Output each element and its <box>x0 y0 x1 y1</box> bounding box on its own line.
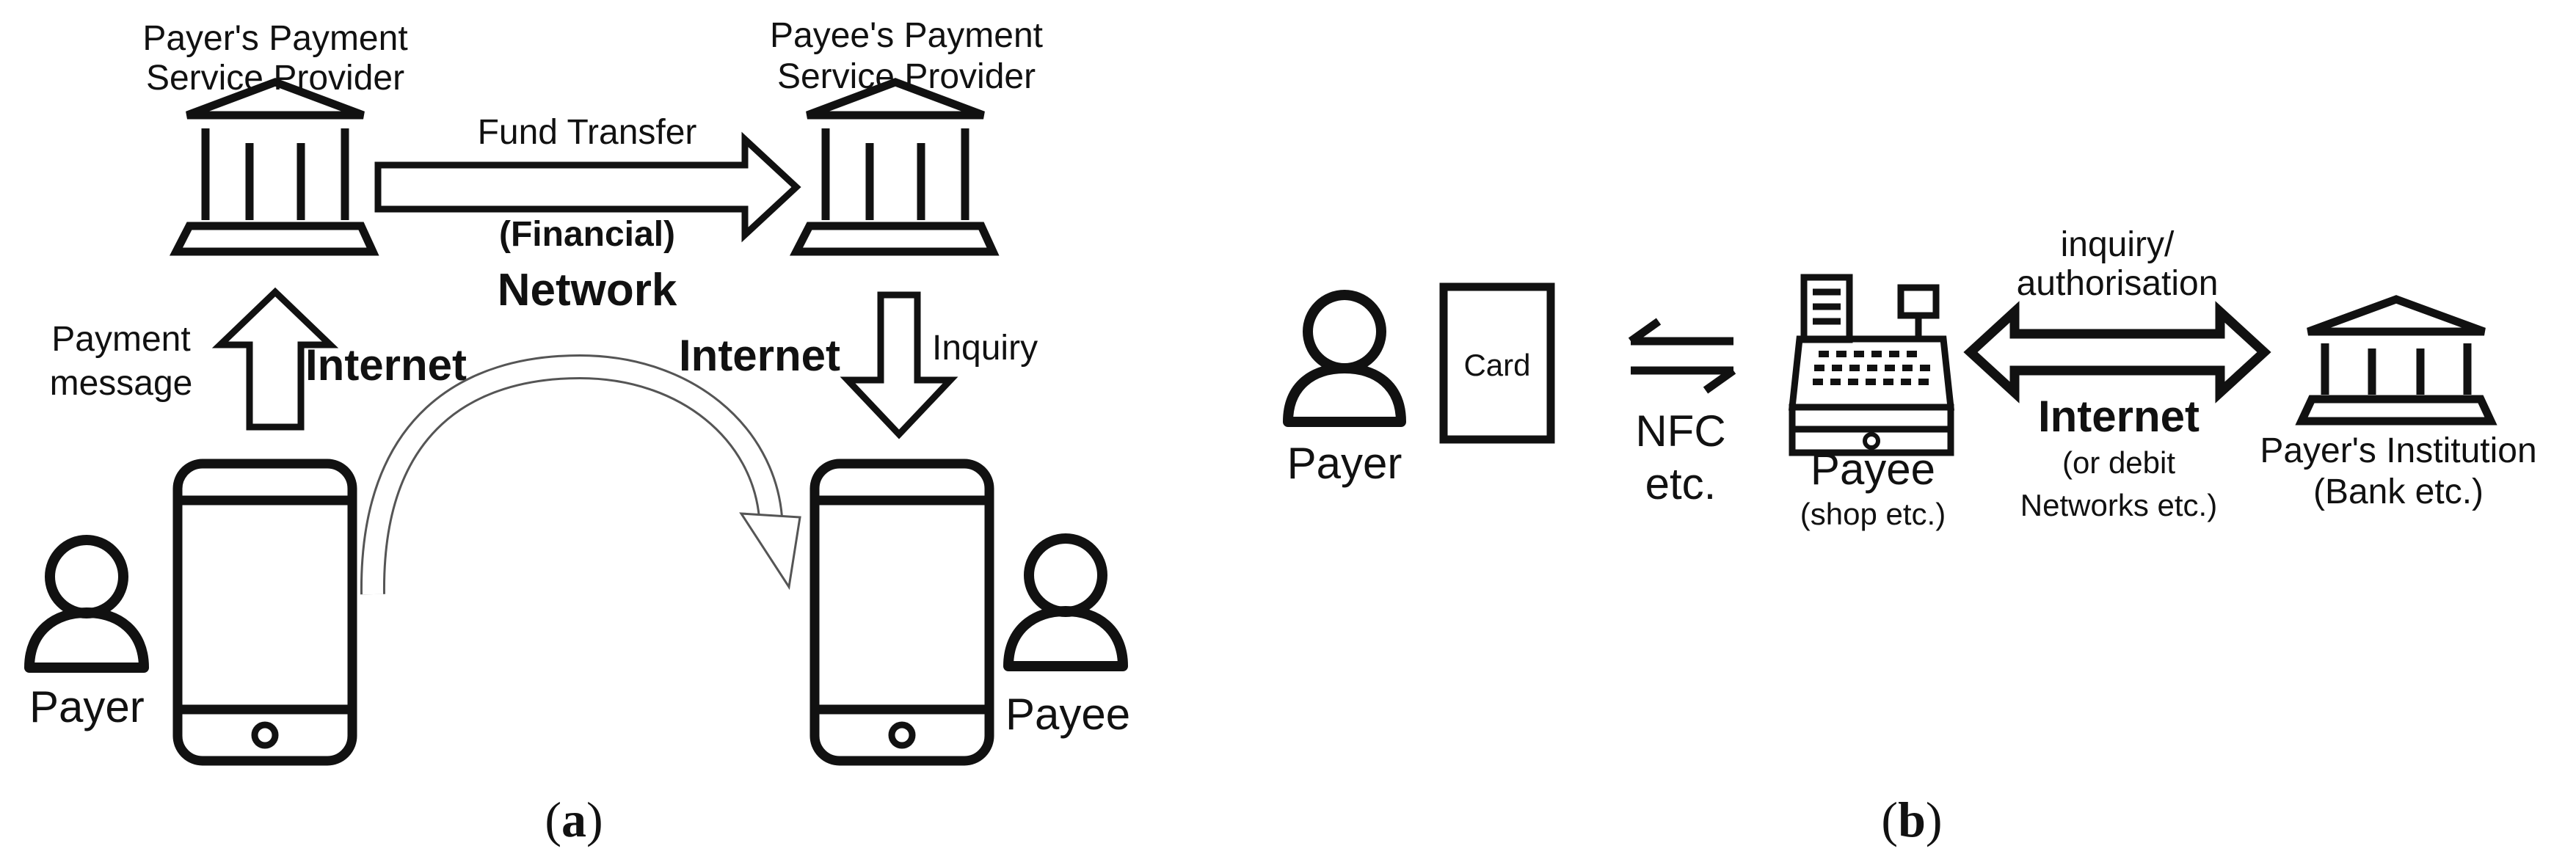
payee-psp-bank-icon <box>789 78 1000 256</box>
caption-a: (a) <box>545 792 603 847</box>
caption-a-letter: a <box>561 792 586 847</box>
inquiry-label-line2: authorisation <box>2017 264 2219 303</box>
payee-sub-label-b: (shop etc.) <box>1800 497 1946 531</box>
inquiry-label-line1: inquiry/ <box>2061 225 2175 264</box>
payer-label-a: Payer <box>29 682 145 731</box>
institution-label-line1: Payer's Institution <box>2260 431 2536 470</box>
caption-a-open: ( <box>545 792 561 847</box>
payment-message-label-line1: Payment <box>51 320 190 359</box>
internet-label-left: Internet <box>305 340 467 390</box>
internet-label-right: Internet <box>679 331 840 380</box>
payment-message-label-line2: message <box>50 364 193 403</box>
caption-b-close: ) <box>1926 792 1943 847</box>
payer-person-icon-b <box>1283 290 1406 427</box>
payee-phone-icon <box>809 459 994 766</box>
payee-label-b: Payee <box>1811 445 1935 494</box>
internet-double-arrow <box>1963 301 2271 404</box>
payer-label-b: Payer <box>1287 439 1402 488</box>
institution-label-line2: (Bank etc.) <box>2313 472 2484 511</box>
nfc-label-line2: etc. <box>1645 459 1717 508</box>
fund-transfer-arrow <box>374 131 801 243</box>
caption-b: (b) <box>1881 792 1942 847</box>
payer-phone-icon <box>172 459 357 766</box>
inquiry-label: Inquiry <box>932 329 1038 368</box>
card-label: Card <box>1463 348 1530 382</box>
payee-label-a: Payee <box>1005 690 1130 739</box>
caption-b-letter: b <box>1898 792 1926 847</box>
network-label: Network <box>498 265 677 315</box>
financial-label: (Financial) <box>499 215 675 254</box>
caption-a-close: ) <box>586 792 603 847</box>
caption-b-open: ( <box>1881 792 1898 847</box>
payment-message-arrow <box>211 287 339 431</box>
cash-register-icon <box>1788 274 1955 456</box>
card-icon <box>1439 282 1555 444</box>
payer-psp-bank-icon <box>169 78 379 256</box>
payer-person-icon <box>24 535 149 673</box>
phone-to-phone-curved-arrow <box>360 354 801 595</box>
inquiry-arrow <box>840 291 958 439</box>
debit-label-line1: (or debit <box>2062 445 2175 480</box>
payer-psp-label-line2: Service Provider <box>146 59 404 98</box>
debit-label-line2: Networks etc.) <box>2020 488 2217 522</box>
payee-psp-label-line2: Service Provider <box>777 57 1036 96</box>
nfc-exchange-icon <box>1628 318 1736 394</box>
payee-psp-label-line1: Payee's Payment <box>770 16 1043 55</box>
payer-psp-label-line1: Payer's Payment <box>142 19 407 58</box>
payer-institution-bank-icon <box>2295 295 2497 426</box>
internet-label-b: Internet <box>2038 392 2200 441</box>
fund-transfer-label: Fund Transfer <box>478 113 697 152</box>
nfc-label-line1: NFC <box>1635 406 1725 456</box>
payee-person-icon <box>1003 533 1128 671</box>
